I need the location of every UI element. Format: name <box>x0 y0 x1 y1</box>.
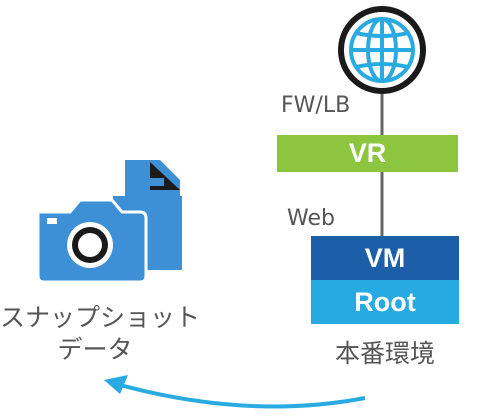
vr-label: VR <box>348 138 387 168</box>
root-label: Root <box>354 286 416 317</box>
vm-label: VM <box>364 242 406 273</box>
snapshot-arrow <box>104 375 366 409</box>
production-label: 本番環境 <box>334 339 435 368</box>
root-bar: Root <box>311 280 459 324</box>
vr-bar: VR <box>277 135 458 172</box>
globe-icon <box>338 6 426 94</box>
snapshot-label-line1: スナップショット <box>0 303 201 332</box>
web-label: Web <box>287 206 335 231</box>
fw-lb-label: FW/LB <box>281 93 351 118</box>
camera-document-icon <box>36 160 182 284</box>
snapshot-label-line2: データ <box>57 335 133 364</box>
vm-bar: VM <box>311 236 459 280</box>
